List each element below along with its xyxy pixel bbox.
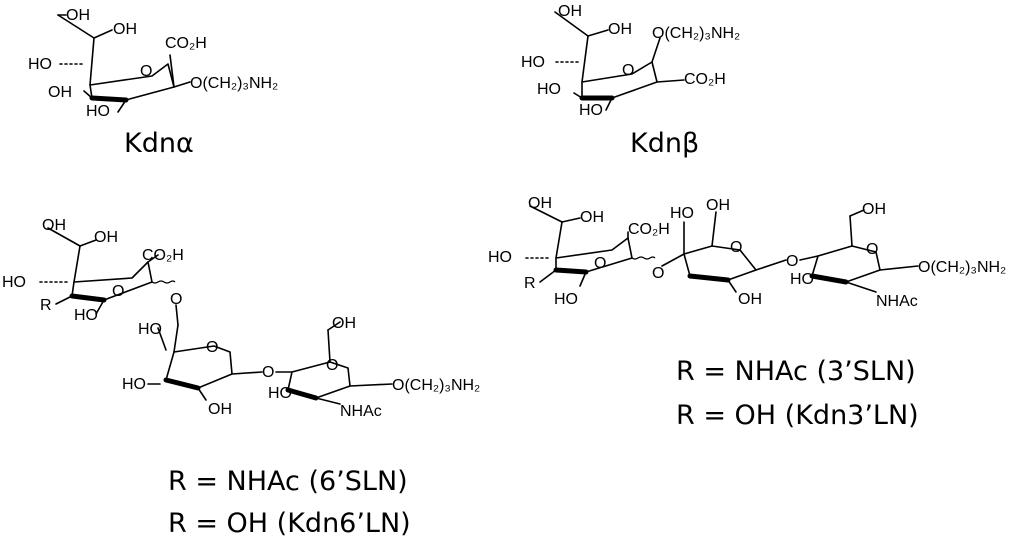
three-prime-r: R bbox=[524, 275, 536, 292]
kdn-beta-ho-left: HO bbox=[521, 54, 545, 71]
six-prime-nhac: NHAc bbox=[340, 403, 382, 420]
six-prime-oh-top-left: OH bbox=[42, 217, 66, 234]
six-prime-caption-line2: R = OH (Kdn6’LN) bbox=[168, 508, 411, 539]
six-prime-gal-ho-left: HO bbox=[122, 376, 146, 393]
three-prime-structure: OH OH HO R HO O CO₂H O HO OH O OH O OH H… bbox=[488, 195, 1006, 431]
three-prime-glc-ho: HO bbox=[790, 271, 814, 288]
kdn-alpha-oh-top: OH bbox=[113, 21, 137, 38]
three-prime-link-o: O bbox=[652, 265, 664, 282]
three-prime-gal-oh-bottom: OH bbox=[738, 291, 762, 308]
three-prime-glyco-o: O bbox=[786, 253, 798, 270]
three-prime-nhac: NHAc bbox=[876, 293, 918, 310]
six-prime-glc-ho: HO bbox=[268, 385, 292, 402]
three-prime-acid: CO₂H bbox=[628, 221, 670, 238]
six-prime-glyco-o: O bbox=[262, 364, 274, 381]
three-prime-glc-oh-ch2: OH bbox=[862, 201, 886, 218]
three-prime-ring-o: O bbox=[594, 255, 606, 272]
kdn-beta-oh-top-left: OH bbox=[558, 3, 582, 20]
six-prime-oh-top: OH bbox=[94, 229, 118, 246]
three-prime-gal-oh: OH bbox=[706, 197, 730, 214]
kdn-alpha-name: Kdnα bbox=[124, 128, 194, 159]
three-prime-glc-ring-o: O bbox=[866, 241, 878, 258]
six-prime-ho-bottom: HO bbox=[74, 307, 98, 324]
three-prime-oh-top-left: OH bbox=[528, 195, 552, 212]
three-prime-gal-ho: HO bbox=[670, 205, 694, 222]
three-prime-ho-left: HO bbox=[488, 249, 512, 266]
six-prime-caption-line1: R = NHAc (6’SLN) bbox=[168, 466, 408, 497]
three-prime-linker: O(CH₂)₃NH₂ bbox=[918, 259, 1006, 276]
six-prime-gal-ring-o: O bbox=[206, 339, 218, 356]
kdn-alpha-structure: OH OH HO OH HO O CO₂H O(CH₂)₃NH₂ Kdnα bbox=[28, 7, 278, 159]
six-prime-structure: OH OH HO R HO O CO₂H O HO O HO OH O OH H… bbox=[2, 217, 480, 539]
kdn-beta-name: Kdnβ bbox=[630, 128, 699, 159]
kdn-beta-linker: O(CH₂)₃NH₂ bbox=[652, 25, 740, 42]
three-prime-ho-bottom: HO bbox=[554, 291, 578, 308]
kdn-alpha-ring-o: O bbox=[140, 63, 152, 80]
six-prime-acid: CO₂H bbox=[142, 247, 184, 264]
kdn-beta-ho-mid: HO bbox=[537, 81, 561, 98]
six-prime-ring-o: O bbox=[112, 283, 124, 300]
six-prime-glc-ring-o: O bbox=[326, 357, 338, 374]
three-prime-oh-top: OH bbox=[580, 209, 604, 226]
kdn-beta-ho-bottom: HO bbox=[579, 102, 603, 119]
three-prime-gal-ring-o: O bbox=[730, 239, 742, 256]
six-prime-ho-left: HO bbox=[2, 274, 26, 291]
kdn-beta-oh-top: OH bbox=[608, 21, 632, 38]
kdn-alpha-acid: CO₂H bbox=[165, 35, 207, 52]
six-prime-gal-ho-top: HO bbox=[138, 321, 162, 338]
kdn-alpha-oh-mid: OH bbox=[48, 84, 72, 101]
kdn-beta-ring-o: O bbox=[622, 62, 634, 79]
six-prime-gal-oh-bottom: OH bbox=[208, 401, 232, 418]
six-prime-link-o: O bbox=[170, 291, 182, 308]
kdn-alpha-oh-top-left: OH bbox=[66, 7, 90, 24]
three-prime-caption-line1: R = NHAc (3’SLN) bbox=[676, 356, 916, 387]
six-prime-r: R bbox=[40, 297, 52, 314]
kdn-alpha-linker: O(CH₂)₃NH₂ bbox=[190, 75, 278, 92]
kdn-alpha-ho-left: HO bbox=[28, 56, 52, 73]
three-prime-caption-line2: R = OH (Kdn3’LN) bbox=[676, 400, 919, 431]
six-prime-linker: O(CH₂)₃NH₂ bbox=[392, 377, 480, 394]
kdn-alpha-ho-bottom: HO bbox=[86, 103, 110, 120]
six-prime-glc-oh-ch2: OH bbox=[332, 315, 356, 332]
kdn-beta-structure: OH OH HO HO HO O O(CH₂)₃NH₂ CO₂H Kdnβ bbox=[521, 3, 740, 159]
kdn-beta-acid: CO₂H bbox=[684, 71, 726, 88]
